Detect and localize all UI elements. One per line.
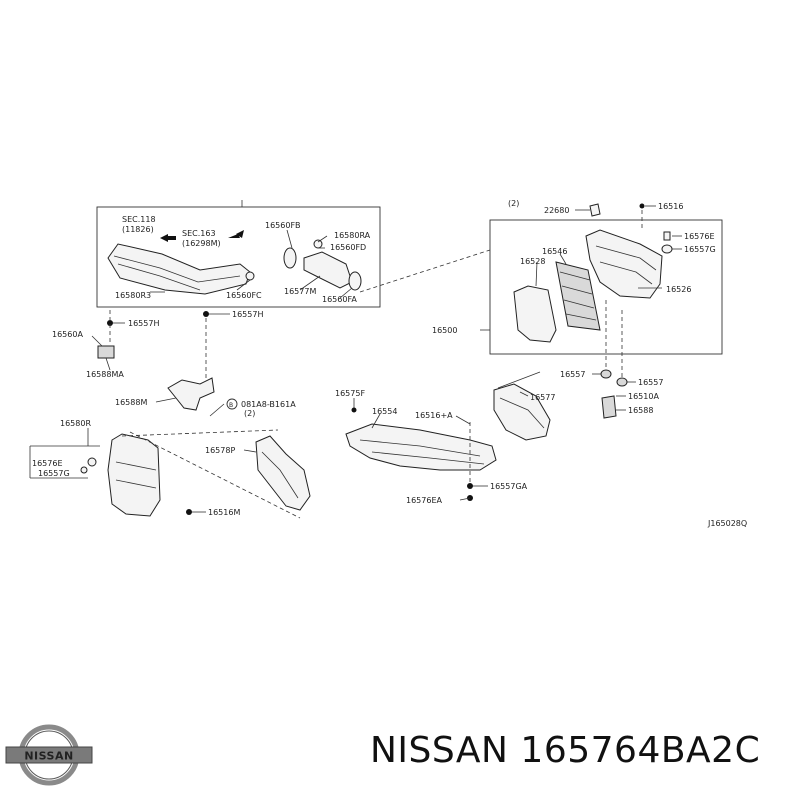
label-16528: 16528: [520, 257, 545, 266]
label-sec118: SEC.118: [122, 215, 156, 224]
sec118-arrow-icon: [160, 234, 176, 242]
label-sec163-sub: (16298M): [182, 239, 221, 248]
label-16588: 16588: [628, 406, 653, 415]
label-16557-right: 16557: [638, 378, 663, 387]
label-16516A: 16516+A: [415, 411, 453, 420]
label-16526: 16526: [666, 285, 691, 294]
label-16557H-right: 16557H: [232, 310, 263, 319]
label-16576EA: 16576EA: [406, 496, 443, 505]
air-cleaner-frame: [489, 219, 723, 355]
label-bolt-b: B: [229, 402, 233, 409]
label-bolt: 081A8-B161A: [241, 400, 296, 409]
label-16580R: 16580R: [60, 419, 91, 428]
bracket-16588-shape: [601, 395, 617, 419]
bracket-16588M-shape: [167, 377, 215, 411]
label-16576E-right: 16576E: [684, 232, 715, 241]
filter-element-shape: [555, 261, 601, 331]
label-16557H-left: 16557H: [128, 319, 159, 328]
intake-duct-shape: [107, 243, 251, 295]
label-22680: 22680: [544, 206, 569, 215]
label-16578P: 16578P: [205, 446, 235, 455]
label-16560FD: 16560FD: [330, 243, 366, 252]
label-16588MA: 16588MA: [86, 370, 124, 379]
label-ref-code: J165028Q: [707, 519, 747, 528]
part-number-title: NISSAN 165764BA2C: [370, 730, 761, 771]
label-16557GA: 16557GA: [490, 482, 528, 491]
label-16557-left: 16557: [560, 370, 585, 379]
label-16577: 16577: [530, 393, 555, 402]
duct-16578P-shape: [255, 435, 311, 511]
resonator-16580R-shape: [107, 433, 161, 517]
label-qty2-top: (2): [508, 199, 519, 208]
label-16554: 16554: [372, 407, 397, 416]
label-16560FC: 16560FC: [226, 291, 262, 300]
label-bolt-qty: (2): [244, 409, 255, 418]
lower-case-shape: [513, 285, 557, 343]
nissan-logo-icon: NISSAN: [5, 724, 93, 786]
label-16557G-left: 16557G: [38, 469, 70, 478]
label-16557G-right: 16557G: [684, 245, 716, 254]
label-16588M: 16588M: [115, 398, 147, 407]
label-16510A: 16510A: [628, 392, 659, 401]
label-16516M: 16516M: [208, 508, 240, 517]
logo-text: NISSAN: [24, 750, 73, 763]
intake-group-frame: [96, 206, 381, 308]
air-cleaner-case-shape: [585, 229, 663, 299]
label-16560A: 16560A: [52, 330, 83, 339]
label-16500: 16500: [432, 326, 457, 335]
label-16575F: 16575F: [335, 389, 365, 398]
label-16576E-left: 16576E: [32, 459, 63, 468]
air-hose-shape: [303, 251, 353, 289]
sec163-arrow-icon: [228, 230, 244, 238]
label-16580R3: 16580R3: [115, 291, 151, 300]
label-16516: 16516: [658, 202, 683, 211]
label-sec118-sub: (11826): [122, 225, 154, 234]
label-16560FB: 16560FB: [265, 221, 301, 230]
resonator-16577-shape: [493, 383, 551, 441]
label-16560FA: 16560FA: [322, 295, 357, 304]
air-duct-16554-shape: [345, 423, 497, 471]
bracket-16560A-shape: [97, 345, 115, 359]
label-16546: 16546: [542, 247, 567, 256]
label-sec163: SEC.163: [182, 229, 216, 238]
label-16580RA: 16580RA: [334, 231, 371, 240]
label-16577M: 16577M: [284, 287, 316, 296]
